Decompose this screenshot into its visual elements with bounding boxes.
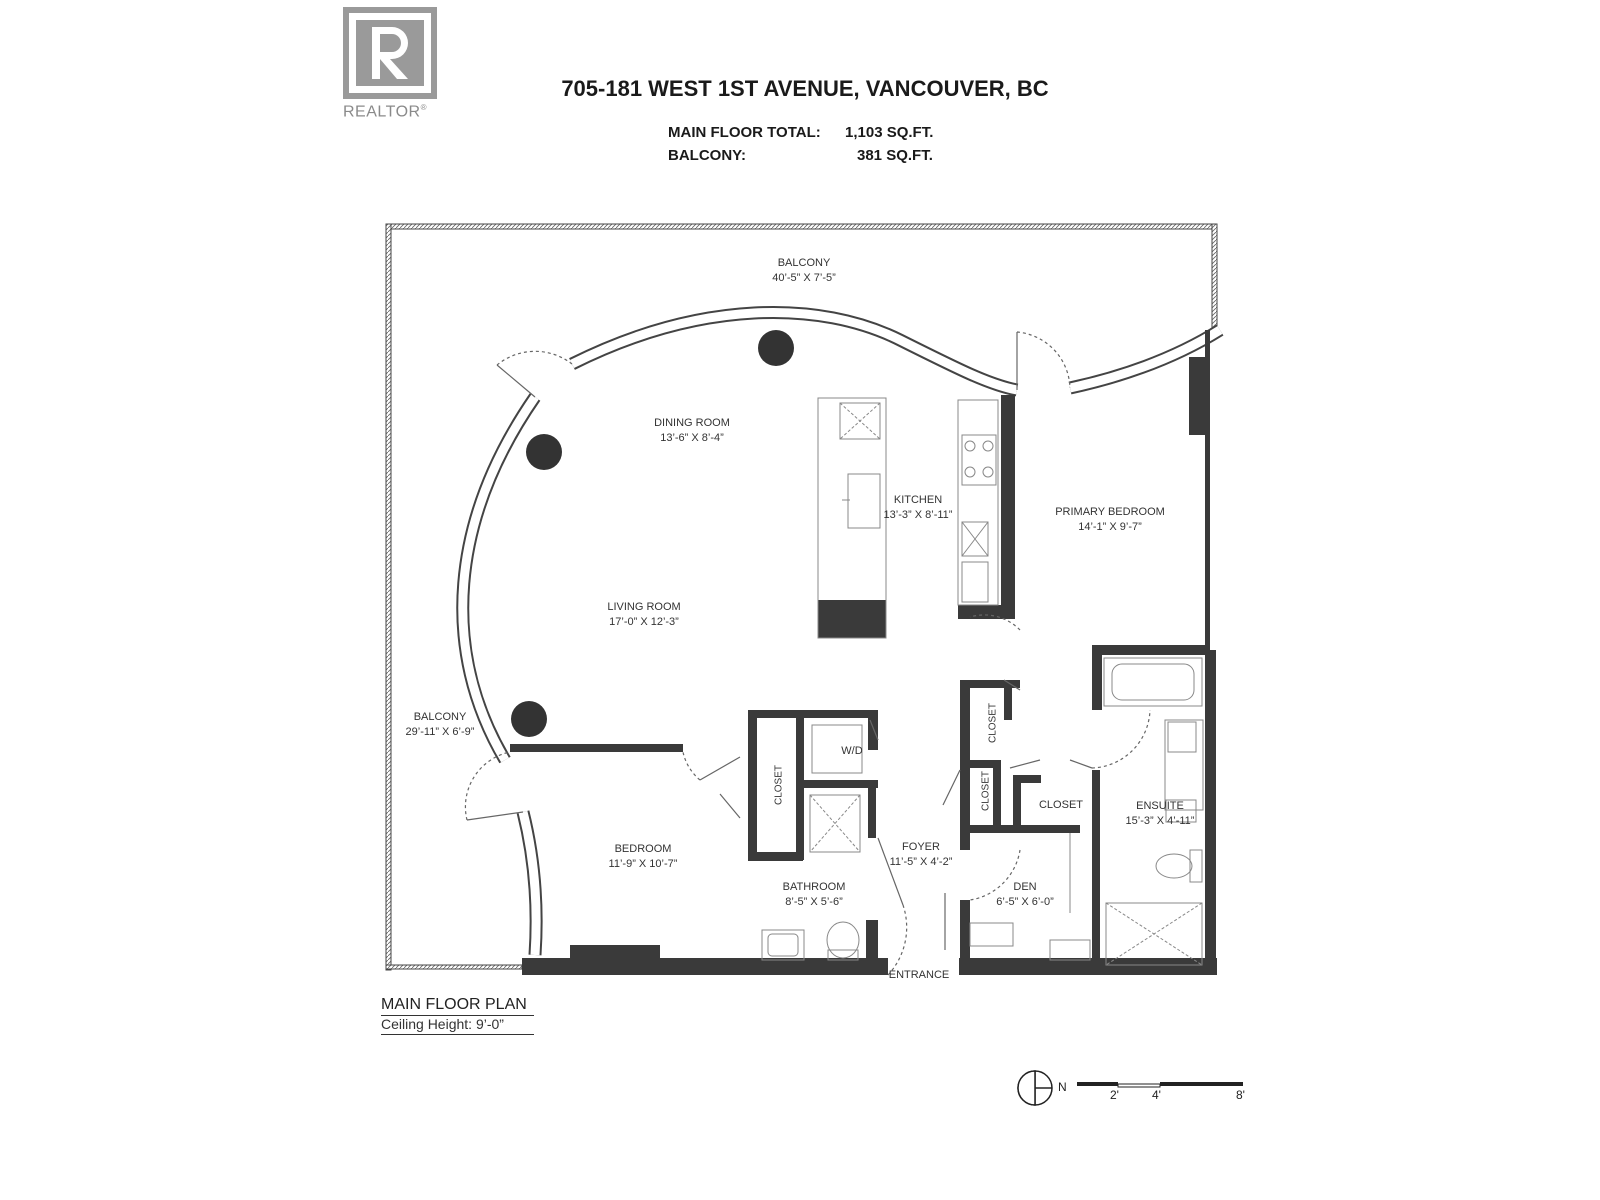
compass-icon (1017, 1070, 1053, 1106)
door-swings (464, 331, 1151, 976)
bathroom-fixtures (761, 724, 863, 961)
plan-title: MAIN FLOOR PLAN (381, 996, 527, 1013)
balcony-area-value: 381 SQ.FT. (857, 147, 933, 164)
ensuite-fixtures (1103, 657, 1204, 966)
room-label-washer-dryer: W/D (841, 745, 863, 757)
room-label-closet-top: CLOSET (987, 702, 999, 744)
scale-tick-2: 2' (1110, 1088, 1119, 1102)
scale-tick-4: 4' (1152, 1088, 1161, 1102)
north-label: N (1058, 1080, 1067, 1094)
ceiling-underline (381, 1034, 534, 1035)
main-floor-total-label: MAIN FLOOR TOTAL: (668, 124, 821, 141)
room-label-closet-right: CLOSET (1038, 799, 1084, 811)
den-fixtures (969, 833, 1091, 961)
curved-window-wall-top (569, 306, 1224, 397)
room-label-entrance: ENTRANCE (888, 969, 950, 981)
property-address: 705-181 WEST 1ST AVENUE, VANCOUVER, BC (561, 76, 1049, 101)
plan-title-underline (381, 1015, 534, 1016)
walls (510, 330, 1217, 975)
balcony-railing (385, 223, 1218, 971)
main-floor-total-value: 1,103 SQ.FT. (845, 124, 934, 141)
room-label-closet-bedroom: CLOSET (773, 764, 785, 806)
ceiling-height: Ceiling Height: 9’-0” (381, 1016, 504, 1032)
structural-columns (511, 330, 794, 737)
kitchen-fixtures (817, 397, 999, 639)
scale-tick-8: 8' (1236, 1088, 1245, 1102)
room-label-closet-mid: CLOSET (980, 770, 992, 812)
curved-window-wall-left (456, 393, 543, 956)
scale-bar (1077, 1082, 1243, 1088)
balcony-area-label: BALCONY: (668, 147, 747, 164)
